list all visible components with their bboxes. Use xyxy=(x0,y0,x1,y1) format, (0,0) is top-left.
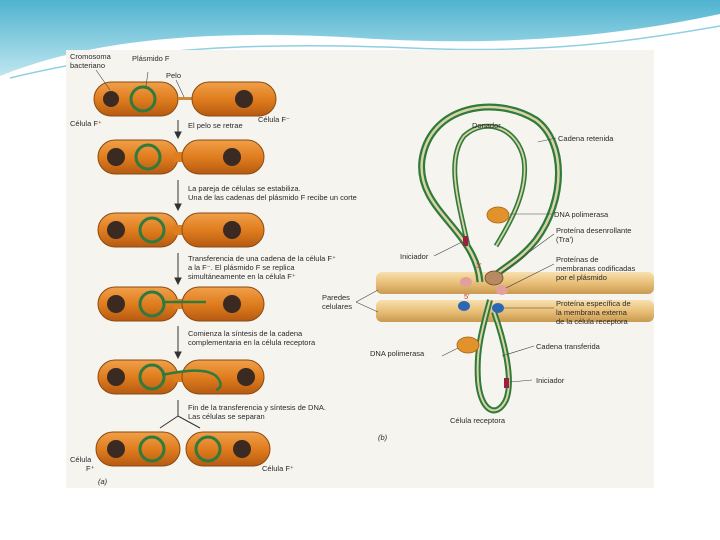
panel-b: Donador Cadena retenida DNA polimerasa P… xyxy=(322,103,654,442)
label-walls-line2: celulares xyxy=(322,302,352,311)
label-recipient: Célula receptora xyxy=(450,416,506,425)
step-2-line1: La pareja de células se estabiliza. xyxy=(188,184,301,193)
initiator-bottom-mark xyxy=(504,378,509,388)
label-outer-line2: la membrana externa xyxy=(556,308,628,317)
label-donor: Donador xyxy=(472,121,501,130)
label-end-5: 5' xyxy=(464,292,470,301)
conjugation-figure: Cromosoma bacteriano Plásmido F Pelo Cél… xyxy=(66,50,654,488)
step-5-line1: Fin de la transferencia y síntesis de DN… xyxy=(188,403,326,412)
transferred-strand xyxy=(474,299,512,414)
panel-a-letter: (a) xyxy=(98,477,108,486)
receptor-protein-right xyxy=(492,303,504,313)
panel-b-leaders xyxy=(355,137,557,383)
label-outer-line3: de la célula receptora xyxy=(556,317,629,326)
step-row-3 xyxy=(97,212,265,248)
step-4-line2: complementaria en la célula receptora xyxy=(188,338,316,347)
label-initiator-top: Iniciador xyxy=(400,252,429,261)
label-unwinding-line2: (Tra') xyxy=(556,235,574,244)
step-row-2 xyxy=(97,139,265,175)
step-3-line2: a la F⁻. El plásmido F se replica xyxy=(188,263,295,272)
bottom-left-type: F⁺ xyxy=(86,464,95,473)
dna-polymerase-bottom xyxy=(456,336,480,354)
unwinding-protein xyxy=(484,270,504,286)
inner-strand xyxy=(452,123,528,248)
label-outer-line1: Proteína específica de xyxy=(556,299,631,308)
label-walls-line1: Paredes xyxy=(322,293,350,302)
bottom-right-cell: Célula F⁺ xyxy=(262,464,294,473)
step-5-line2: Las células se separan xyxy=(188,412,265,421)
dna-polymerase-top xyxy=(486,206,510,224)
label-membrane-line3: por el plásmido xyxy=(556,273,607,282)
label-cell-f-plus: Célula F⁺ xyxy=(70,119,102,128)
membrane-protein-right xyxy=(496,285,508,295)
receptor-protein-left xyxy=(458,301,470,311)
label-pilus: Pelo xyxy=(166,71,181,80)
label-plasmid: Plásmido F xyxy=(132,54,170,63)
step-1-text: El pelo se retrae xyxy=(188,121,243,130)
label-dna-polymerase-bottom: DNA polimerasa xyxy=(370,349,425,358)
step-4-line1: Comienza la síntesis de la cadena xyxy=(188,329,303,338)
label-end-3: 3' xyxy=(476,261,482,270)
step-3-line3: simultáneamente en la célula F⁺ xyxy=(188,272,296,281)
membrane-protein-left xyxy=(460,277,472,287)
panel-a: Cromosoma bacteriano Plásmido F Pelo Cél… xyxy=(70,52,357,486)
cell-walls xyxy=(376,272,654,322)
step-row-4 xyxy=(97,286,265,322)
bottom-left-cell: Célula xyxy=(70,455,92,464)
retained-strand xyxy=(418,103,562,284)
label-membrane-line2: membranas codificadas xyxy=(556,264,635,273)
label-retained-strand: Cadena retenida xyxy=(558,134,614,143)
initiator-top-mark xyxy=(463,236,468,246)
panel-b-letter: (b) xyxy=(378,433,388,442)
step-2-line2: Una de las cadenas del plásmido F recibe… xyxy=(188,193,357,202)
label-initiator-bottom: Iniciador xyxy=(536,376,565,385)
step-row-1 xyxy=(93,81,277,117)
step-arrows xyxy=(159,120,201,429)
step-row-6 xyxy=(95,431,271,467)
label-chromosome-line1: Cromosoma xyxy=(70,52,112,61)
step-3-line1: Transferencia de una cadena de la célula… xyxy=(188,254,336,263)
label-unwinding-line1: Proteína desenrollante xyxy=(556,226,631,235)
panel-a-leaders xyxy=(95,69,185,98)
label-chromosome: bacteriano xyxy=(70,61,105,70)
step-row-5 xyxy=(97,359,265,395)
label-transferred-strand: Cadena transferida xyxy=(536,342,601,351)
label-cell-f-minus: Célula F⁻ xyxy=(258,115,290,124)
label-dna-polymerase-top: DNA polimerasa xyxy=(554,210,609,219)
label-membrane-line1: Proteínas de xyxy=(556,255,599,264)
